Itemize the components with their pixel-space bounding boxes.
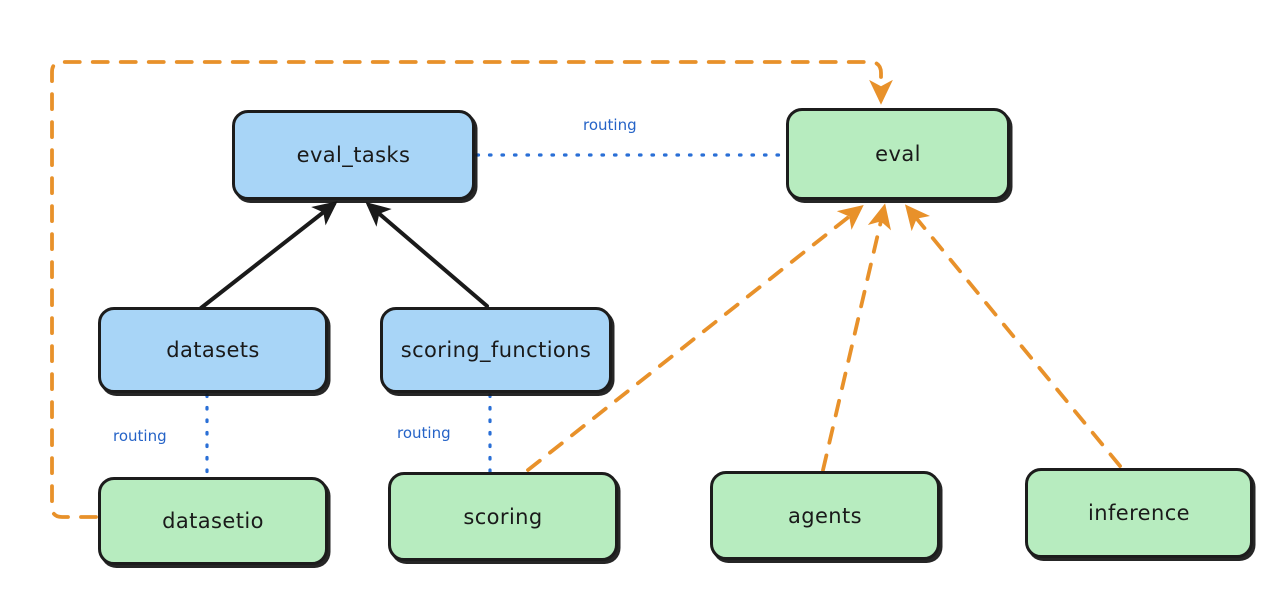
edge-agents-to-eval [821, 203, 891, 472]
node-label: eval_tasks [296, 143, 411, 167]
node-scoring[interactable]: scoring [388, 472, 618, 561]
node-label: datasets [166, 338, 260, 362]
node-label: scoring [463, 504, 543, 529]
node-inference[interactable]: inference [1025, 468, 1253, 558]
node-eval[interactable]: eval [786, 108, 1010, 200]
node-label: agents [787, 503, 862, 528]
node-agents[interactable]: agents [710, 471, 940, 560]
edge-label-routing-datasets-datasetio: routing [113, 427, 167, 445]
edge-scoring-to-eval [526, 205, 864, 472]
node-label: eval [875, 142, 921, 166]
node-label: datasetio [162, 509, 264, 533]
edge-label-routing-eval-tasks-eval: routing [583, 116, 637, 134]
edge-datasetio-to-eval [50, 60, 893, 519]
edge-inference-to-eval [904, 204, 1122, 468]
node-eval-tasks[interactable]: eval_tasks [232, 110, 475, 200]
edge-label-routing-scoring-functions-scoring: routing [397, 424, 451, 442]
edge-datasets-to-eval_tasks [199, 201, 338, 310]
node-label: scoring_functions [400, 338, 592, 362]
node-datasetio[interactable]: datasetio [98, 477, 328, 565]
node-datasets[interactable]: datasets [98, 307, 328, 393]
node-scoring-functions[interactable]: scoring_functions [380, 307, 612, 393]
node-label: inference [1088, 501, 1190, 525]
edge-scoring_functions-to-eval_tasks [365, 201, 489, 308]
